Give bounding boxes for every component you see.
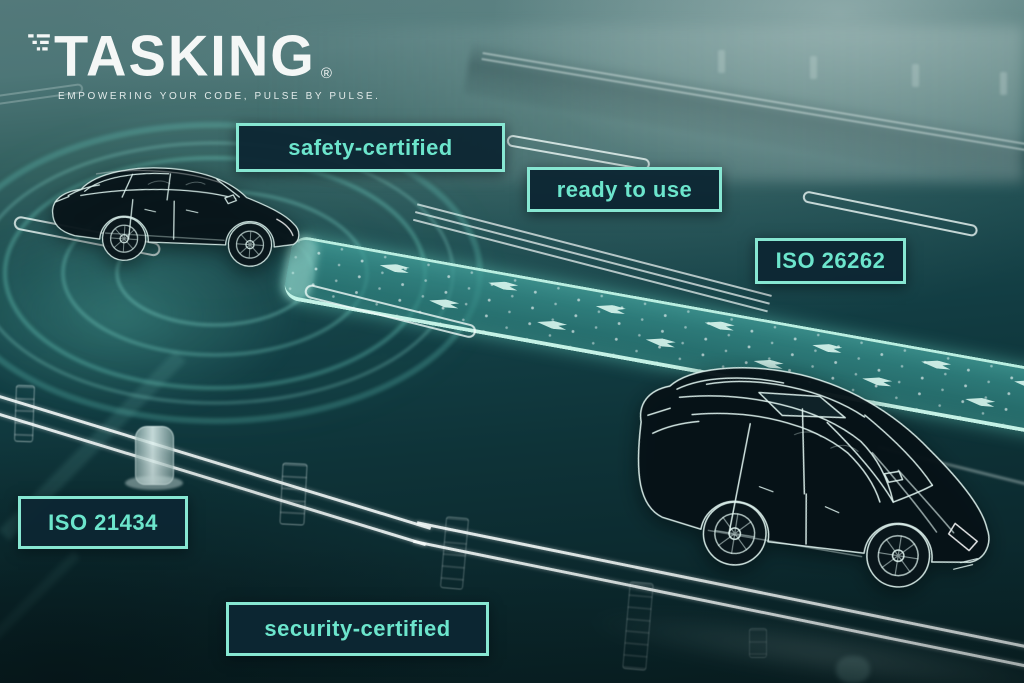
pulse-arrow-icon [536,318,567,331]
badge-iso-21434: ISO 21434 [18,496,188,549]
badge-label: ISO 21434 [48,509,158,535]
pulse-arrow-icon [428,297,459,310]
badge-iso-26262: ISO 26262 [755,238,906,284]
pulse-arrow-icon [488,279,519,292]
pulse-arrow-icon [379,261,410,274]
road-stripe [0,550,81,643]
registered-mark: ® [320,65,332,82]
badge-ready-to-use: ready to use [527,167,722,212]
brand-logo: TASKING ® EMPOWERING YOUR CODE, PULSE BY… [26,23,381,102]
brand-tagline: EMPOWERING YOUR CODE, PULSE BY PULSE. [58,91,381,102]
wireframe-car-left [52,167,300,267]
bollard-cylinder [135,426,174,485]
lane-marking-capsule [801,190,979,238]
logo-wordmark: TASKING [54,23,316,88]
badge-label: safety-certified [288,134,453,160]
badge-safety-certified: safety-certified [236,123,505,172]
badge-label: security-certified [264,616,451,641]
bollard-post [14,384,35,443]
logo-speed-lines-icon [28,34,50,51]
badge-label: ISO 26262 [775,248,886,273]
pulse-arrow-icon [704,319,735,332]
bollard-post [439,516,470,590]
pulse-arrow-icon [595,302,626,315]
badge-label: ready to use [556,176,693,202]
wireframe-car-right [637,367,990,588]
badge-security-certified: security-certified [226,602,489,656]
bollard-post [279,462,308,526]
